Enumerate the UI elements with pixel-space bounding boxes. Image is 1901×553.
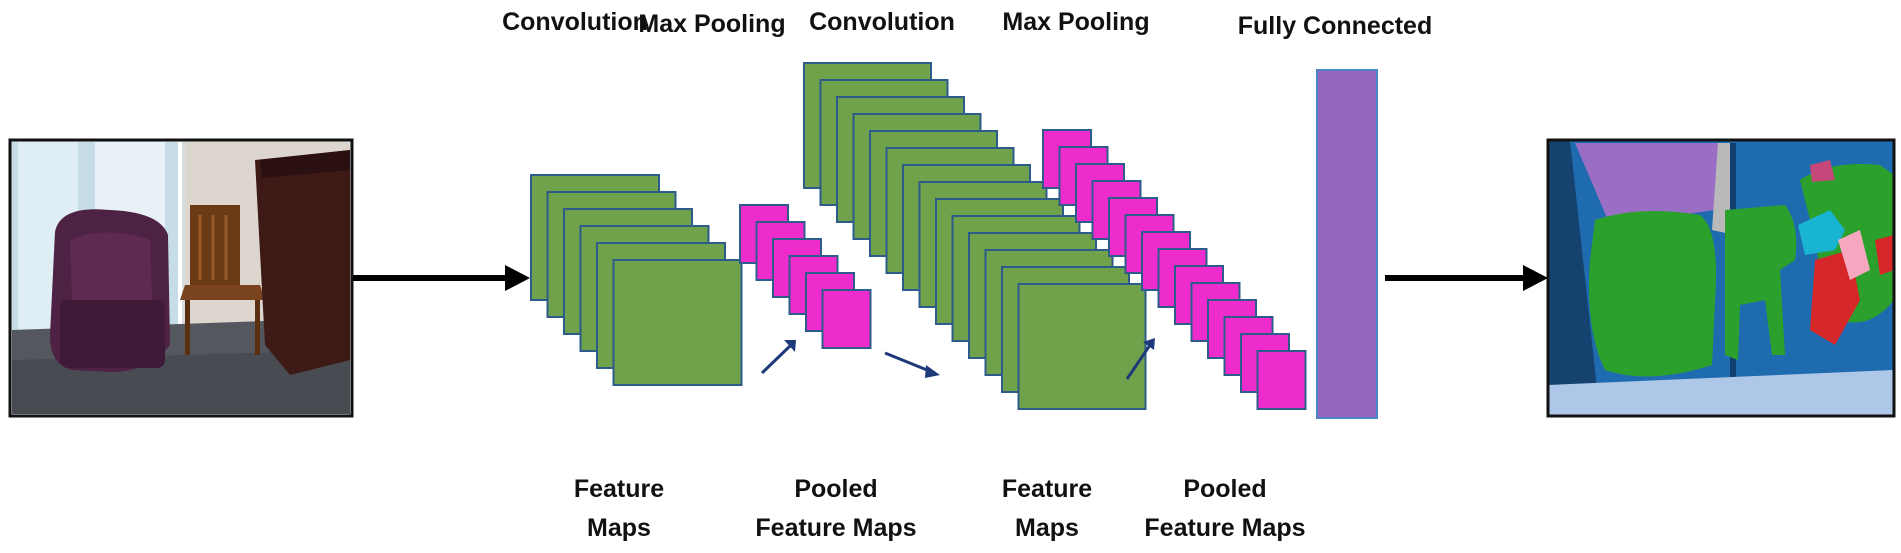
input-photo: [8, 138, 354, 418]
pool1-pooled-maps: [739, 204, 872, 349]
output-arrow: [1385, 265, 1548, 291]
fm1-label-line2: Maps: [587, 514, 651, 542]
fm2-label-line1: Feature: [1002, 475, 1092, 503]
conv1-feature-maps: [530, 174, 743, 386]
fc-title: Fully Connected: [1238, 12, 1432, 40]
feature-map-6: [612, 259, 743, 386]
fully-connected-layer: [1316, 69, 1378, 419]
pool2-title: Max Pooling: [1002, 8, 1149, 36]
small-arrow-2: [884, 351, 940, 378]
conv1-title: Convolution: [502, 8, 648, 36]
fm1-label-line1: Feature: [574, 475, 664, 503]
pooled-map-6: [821, 289, 872, 349]
input-arrow: [353, 265, 530, 291]
output-segmentation: [1546, 138, 1896, 418]
pfm2-label-line2: Feature Maps: [1144, 514, 1305, 542]
small-arrow-1: [760, 340, 796, 375]
pfm1-label-line2: Feature Maps: [755, 514, 916, 542]
conv2-title: Convolution: [809, 8, 955, 36]
pool1-title: Max Pooling: [638, 10, 785, 38]
feature-map-14: [1017, 283, 1147, 410]
fm2-label-line2: Maps: [1015, 514, 1079, 542]
pfm2-label-line1: Pooled: [1183, 475, 1266, 503]
pooled-map-14: [1256, 350, 1307, 410]
pool2-pooled-maps: [1042, 129, 1307, 410]
conv2-feature-maps: [803, 62, 1147, 410]
pfm1-label-line1: Pooled: [794, 475, 877, 503]
small-arrow-3: [1125, 338, 1155, 380]
